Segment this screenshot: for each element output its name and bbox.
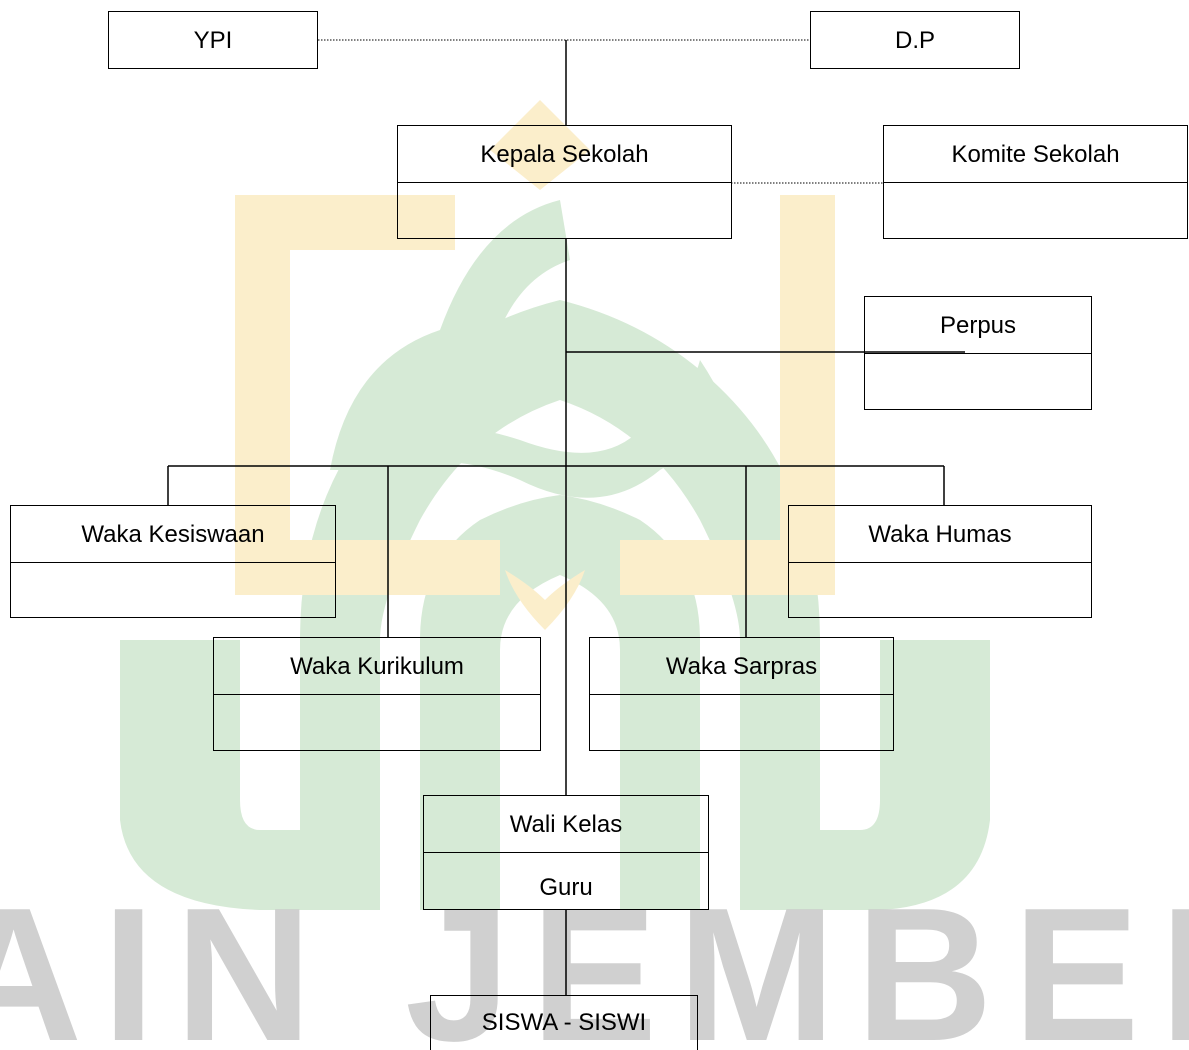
perpus-box: Perpus	[864, 296, 1092, 410]
waka-kurikulum-box: Waka Kurikulum	[213, 637, 541, 751]
waka-kesiswaan-label: Waka Kesiswaan	[11, 506, 335, 563]
ypi-box: YPI	[108, 11, 318, 69]
watermark-text: IAIN JEMBER	[0, 869, 1189, 1050]
wali-kelas-label: Wali Kelas	[424, 796, 708, 853]
waka-kesiswaan-box: Waka Kesiswaan	[10, 505, 336, 618]
komite-sekolah-label: Komite Sekolah	[884, 126, 1187, 183]
dp-label: D.P	[894, 27, 935, 54]
waka-humas-box: Waka Humas	[788, 505, 1092, 618]
dp-box: D.P	[810, 11, 1020, 69]
guru-label: Guru	[539, 874, 593, 901]
waka-sarpras-box: Waka Sarpras	[589, 637, 894, 751]
waka-kurikulum-label: Waka Kurikulum	[214, 638, 540, 695]
wali-kelas-box: Wali Kelas Guru	[423, 795, 709, 910]
siswa-box: SISWA - SISWI	[430, 995, 698, 1050]
komite-sekolah-box: Komite Sekolah	[883, 125, 1188, 239]
kepala-sekolah-box: Kepala Sekolah	[397, 125, 732, 239]
siswa-label: SISWA - SISWI	[481, 1009, 647, 1036]
ypi-label: YPI	[193, 27, 233, 54]
kepala-sekolah-label: Kepala Sekolah	[398, 126, 731, 183]
perpus-label: Perpus	[865, 297, 1091, 354]
waka-sarpras-label: Waka Sarpras	[590, 638, 893, 695]
waka-humas-label: Waka Humas	[789, 506, 1091, 563]
